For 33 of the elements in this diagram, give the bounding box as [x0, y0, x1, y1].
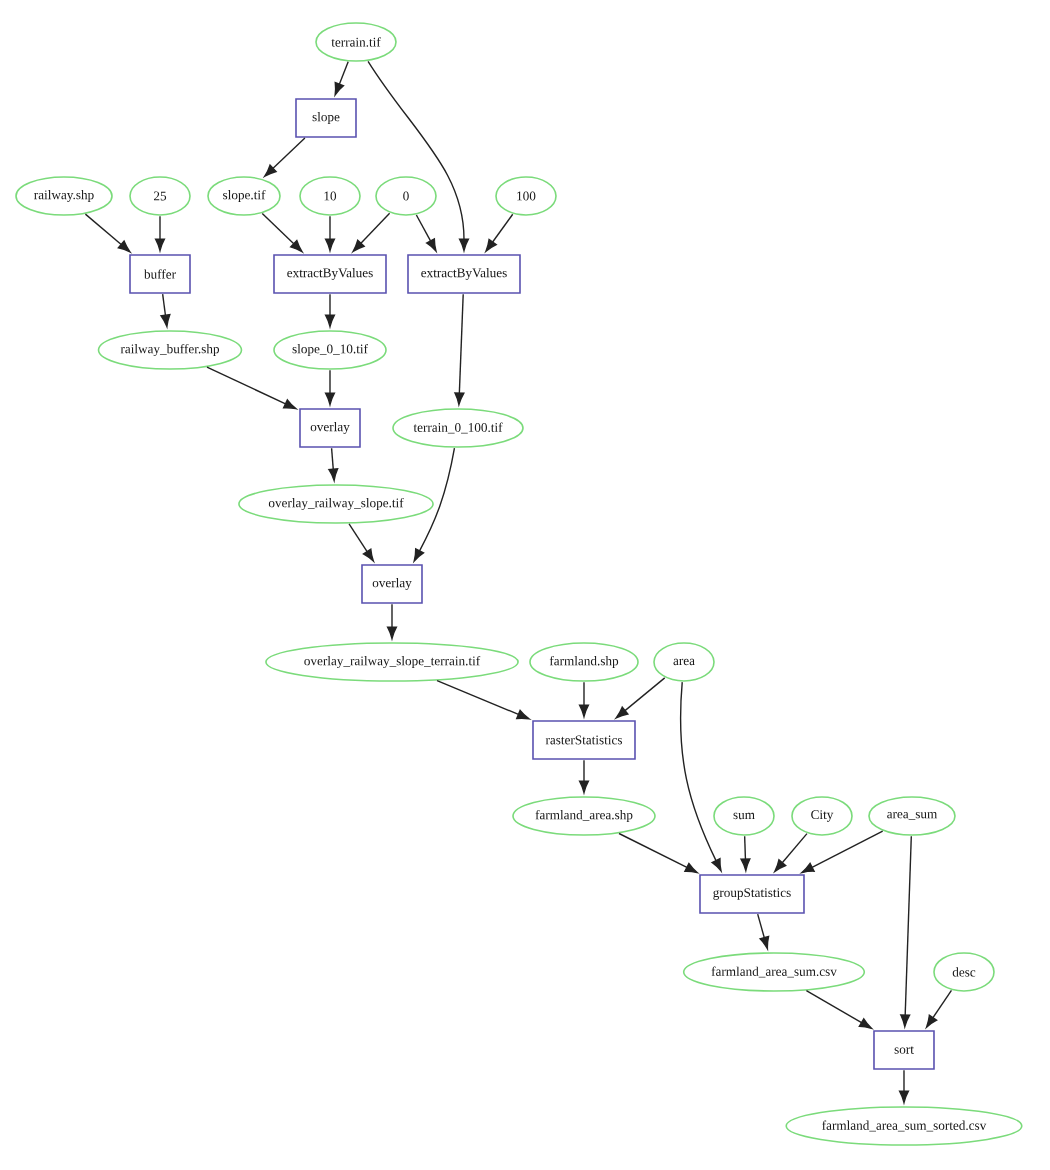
arrow	[324, 293, 336, 328]
arrow	[578, 681, 590, 718]
arrow	[348, 523, 375, 562]
arrow	[898, 1069, 910, 1104]
arrow	[334, 61, 349, 96]
arrow	[436, 679, 530, 720]
arrow	[925, 989, 953, 1028]
arrow	[154, 215, 166, 252]
arrow	[485, 213, 514, 252]
arrow	[413, 447, 456, 562]
arrow	[774, 832, 808, 873]
arrow	[84, 213, 131, 253]
arrow	[801, 830, 884, 874]
arrow	[328, 447, 339, 482]
arrow	[679, 681, 722, 872]
arrow	[415, 214, 437, 252]
arrow	[367, 60, 470, 252]
arrow	[454, 293, 465, 406]
arrow	[206, 366, 297, 410]
arrow	[386, 603, 398, 640]
arrow	[352, 212, 391, 253]
arrow	[324, 215, 336, 252]
arrow	[160, 293, 171, 328]
arrow	[900, 835, 912, 1028]
arrow	[578, 759, 590, 794]
arrow	[264, 137, 306, 177]
arrow	[740, 835, 751, 872]
arrow	[615, 677, 666, 719]
arrow	[757, 913, 770, 950]
arrow	[618, 832, 698, 874]
arrow	[261, 212, 303, 253]
arrow	[805, 990, 873, 1030]
arrow	[324, 369, 336, 406]
